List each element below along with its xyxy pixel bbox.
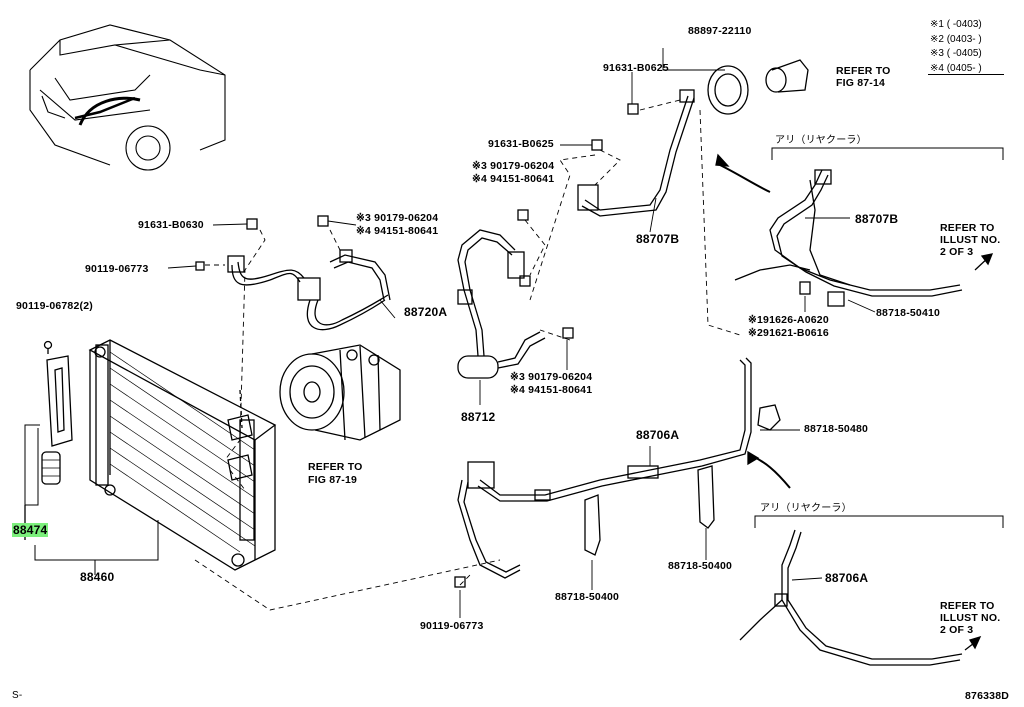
pipe-88707b <box>577 89 695 217</box>
label-note4-c: ※4 94151-80641 <box>510 384 593 396</box>
label-88720a: 88720A <box>404 305 448 319</box>
leader-88460 <box>34 520 159 575</box>
legend-note-4: ※4 (0405- ) <box>930 62 982 74</box>
label-88474: 88474 <box>12 523 49 537</box>
label-88718-50400-right: 88718-50400 <box>668 560 733 572</box>
legend-note-1: ※1 ( -0403) <box>930 19 982 30</box>
label-90119-06782: 90119-06782(2) <box>16 300 93 312</box>
label-91631-b0625-top: 91631-B0625 <box>603 62 669 74</box>
brackets-50400 <box>584 465 715 556</box>
label-88460: 88460 <box>80 570 115 584</box>
label-88897-22110: 88897-22110 <box>688 25 752 37</box>
label-91631-b0625-mid: 91631-B0625 <box>488 138 554 150</box>
arrows <box>964 253 994 651</box>
label-90119-06773-left: 90119-06773 <box>85 263 149 275</box>
label-refer-fig-87-19: REFER TO FIG 87-19 <box>308 461 363 486</box>
label-note1-91626: ※191626-A0620 <box>748 314 829 326</box>
label-note2-91621: ※291621-B0616 <box>748 327 829 339</box>
dashed-leaders <box>194 99 741 611</box>
label-88718-50480: 88718-50480 <box>804 423 869 435</box>
label-88718-50410: 88718-50410 <box>876 307 941 319</box>
label-rear-cooler-top: アリ（リヤクーラ） <box>775 135 867 146</box>
label-refer-illust-bottom: REFER TO ILLUST NO. 2 OF 3 <box>940 600 1001 636</box>
label-91631-b0630: 91631-B0630 <box>138 219 204 231</box>
legend-note-2: ※2 (0403- ) <box>930 33 982 45</box>
leader-lines <box>167 48 876 618</box>
label-88707b-center: 88707B <box>636 232 680 246</box>
label-note3-c: ※3 90179-06204 <box>510 371 593 383</box>
condenser-88460 <box>88 339 277 571</box>
rear-cooler-top <box>715 147 1004 307</box>
hose-88720a <box>227 249 391 331</box>
label-90119-06773-bottom: 90119-06773 <box>420 620 484 632</box>
label-88706a-center: 88706A <box>636 428 680 442</box>
legend-underline <box>928 74 1004 75</box>
rear-cooler-bottom <box>739 450 1004 666</box>
label-88706a-right: 88706A <box>825 571 869 585</box>
label-88707b-right: 88707B <box>855 212 899 226</box>
label-88718-50400-left: 88718-50400 <box>555 591 620 603</box>
compressor <box>279 344 401 441</box>
label-refer-illust-top: REFER TO ILLUST NO. 2 OF 3 <box>940 222 1001 258</box>
label-note4-a: ※4 94151-80641 <box>472 173 555 185</box>
receiver-88474 <box>24 340 73 540</box>
label-rear-cooler-bottom: アリ（リヤクーラ） <box>760 503 852 514</box>
label-refer-fig-87-14: REFER TO FIG 87-14 <box>836 65 891 89</box>
legend-notes: ※1 ( -0403) ※2 (0403- ) ※3 ( -0405) ※4 (… <box>930 18 982 76</box>
label-figure-code: 876338D <box>965 690 1010 702</box>
receiver-88712 <box>457 229 546 379</box>
label-corner-s: S- <box>12 690 23 701</box>
label-88712: 88712 <box>461 410 496 424</box>
pipe-88706a <box>457 357 781 579</box>
label-note3-a: ※3 90179-06204 <box>472 160 555 172</box>
label-note4-b: ※4 94151-80641 <box>356 225 439 237</box>
vehicle-sketch <box>29 24 226 171</box>
clutch-disk <box>707 59 809 115</box>
legend-note-3: ※3 ( -0405) <box>930 48 982 59</box>
label-note3-b: ※3 90179-06204 <box>356 212 439 224</box>
